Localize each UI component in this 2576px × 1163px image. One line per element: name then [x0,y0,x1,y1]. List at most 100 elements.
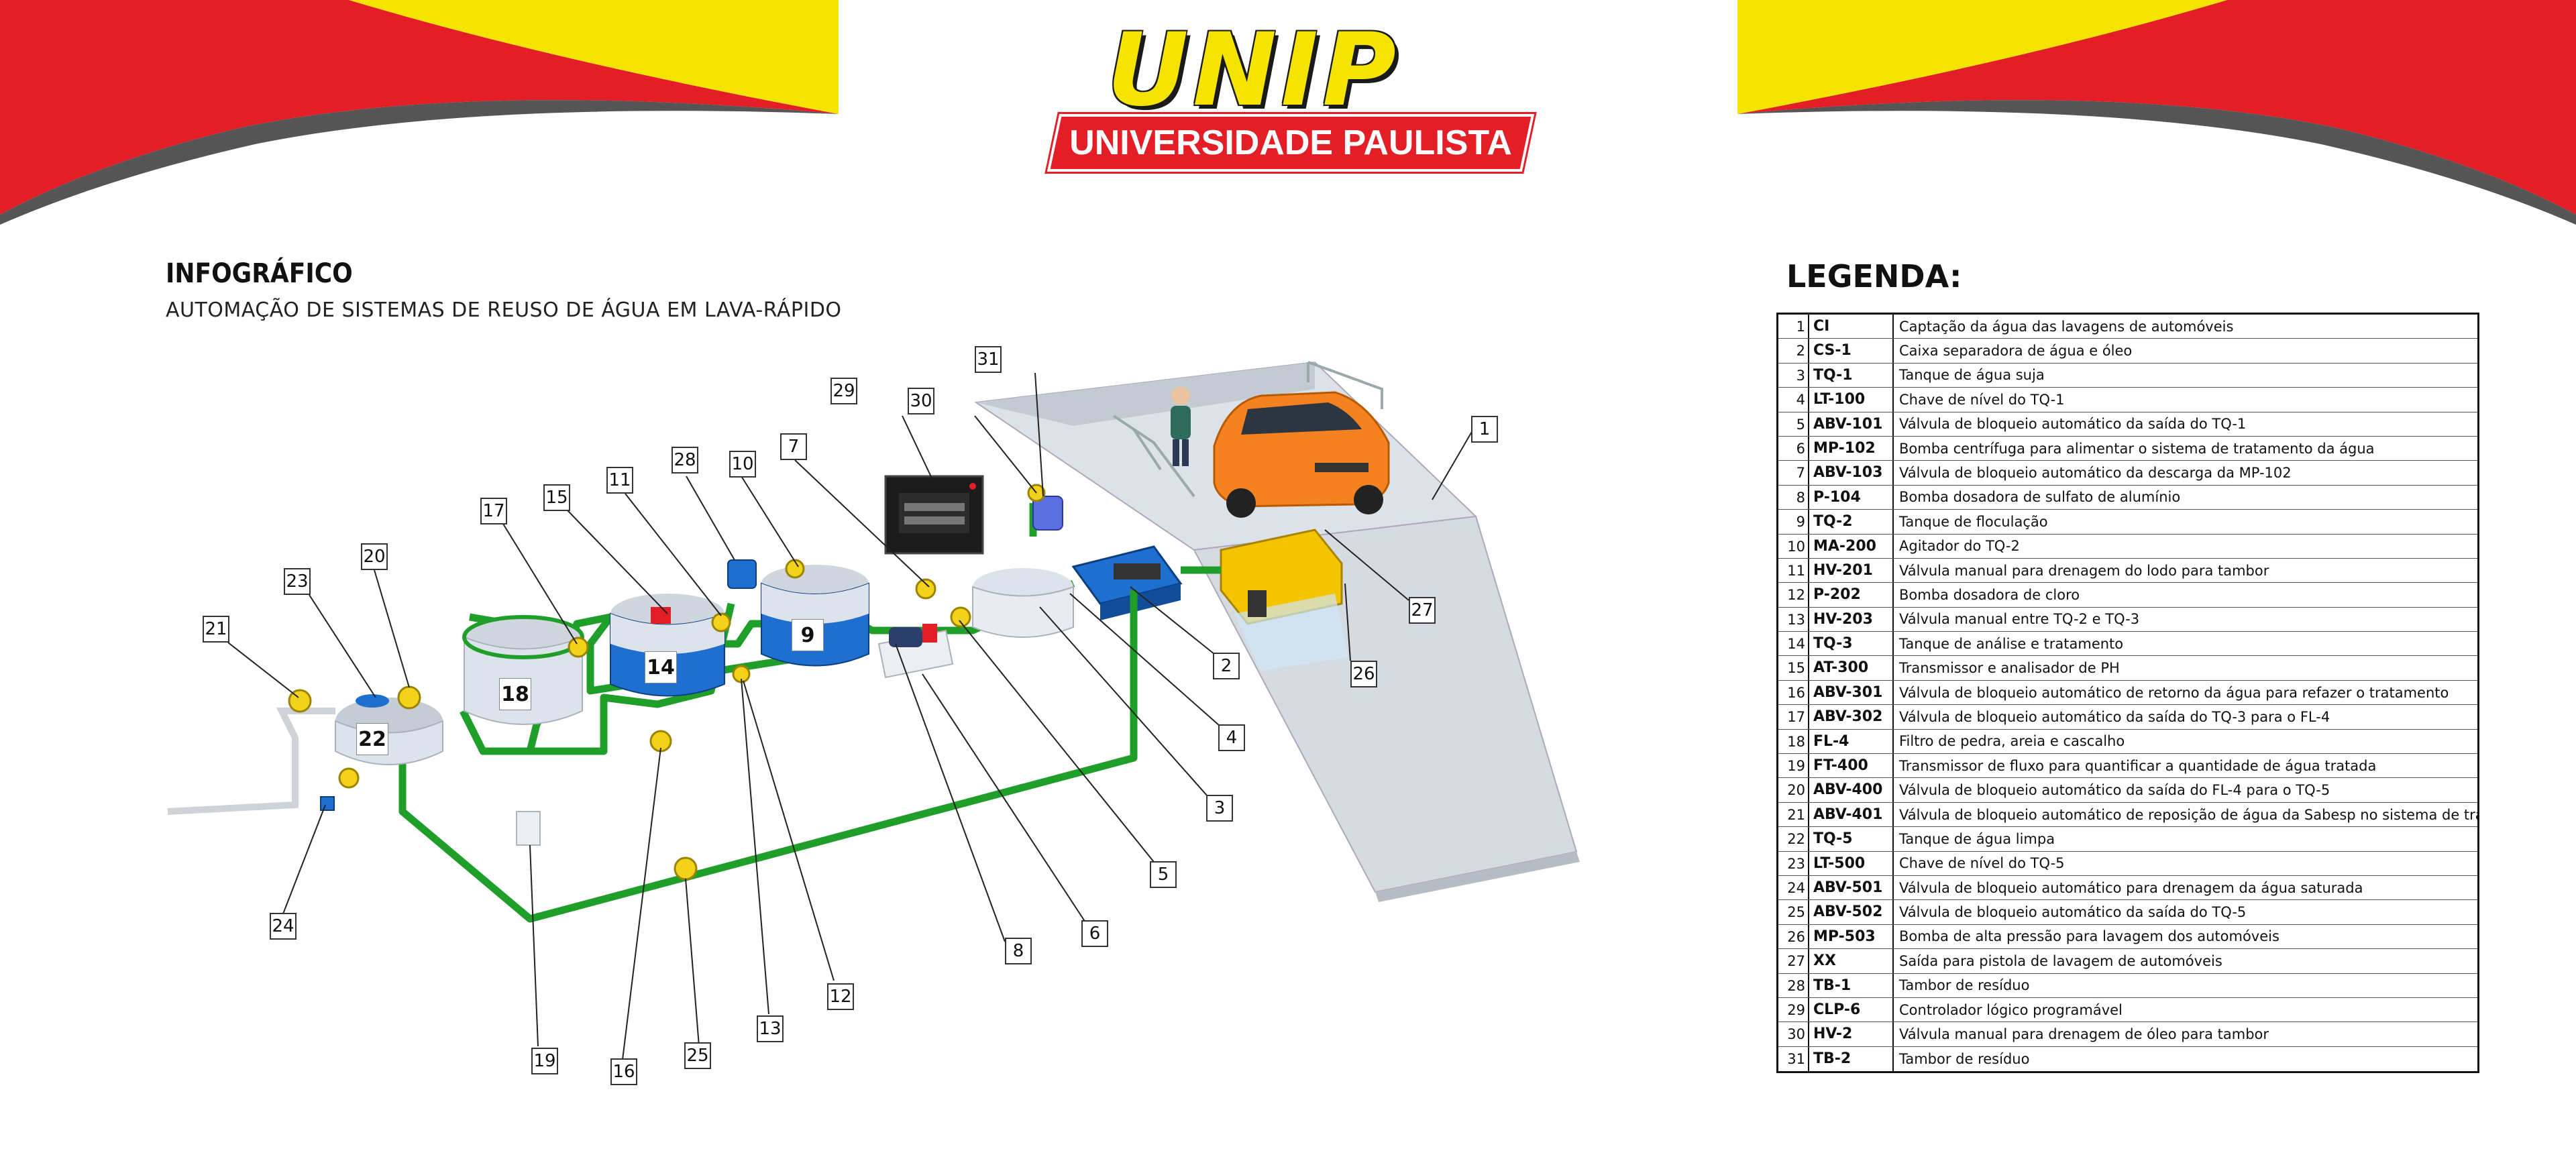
callout-box: 29 [830,378,857,404]
legend-row-description: Tanque de água limpa [1899,830,2055,847]
legend-row-code: LT-100 [1809,388,1894,412]
callout-box: 3 [1206,795,1233,822]
legend-row-code: ABV-101 [1809,412,1894,436]
callout-box: 24 [270,913,297,940]
callout-box: 13 [757,1015,784,1042]
legend-row-number: 28 [1778,973,1809,997]
legend-row-number: 5 [1778,412,1809,436]
callout-box: 17 [480,498,507,524]
legend-row-code: MP-102 [1809,436,1894,461]
legend-row-code: TB-1 [1809,973,1894,997]
callout-box: 23 [284,568,311,595]
legend-row-description: Tanque de análise e tratamento [1899,635,2124,652]
legend-row-code: CS-1 [1809,339,1894,363]
infographic-title: INFOGRÁFICO [166,258,353,289]
callout-box: 11 [606,467,633,494]
legend-row-description: Bomba centrífuga para alimentar o sistem… [1899,440,2375,457]
top-left-swoosh [0,0,839,225]
legend-row-code: TQ-5 [1809,827,1894,851]
callout-box: 12 [827,983,854,1010]
unip-logo: UNIP [1107,12,1496,129]
legend-row-code: ABV-302 [1809,705,1894,729]
legend-row-number: 9 [1778,510,1809,534]
tank-label: 22 [356,723,388,755]
legend-row-number: 29 [1778,997,1809,1022]
legend-row-code: TQ-1 [1809,363,1894,388]
legend-row-description: Tambor de resíduo [1899,977,2030,994]
leader-lines [227,372,1473,1060]
legend-row-number: 17 [1778,705,1809,729]
legend-row-code: TB-2 [1809,1046,1894,1072]
callout-box: 20 [361,543,388,570]
legend-row-description: Bomba de alta pressão para lavagem dos a… [1899,928,2279,945]
legend-row-description: Válvula manual para drenagem de óleo par… [1899,1026,2269,1043]
legend-row-code: FT-400 [1809,754,1894,778]
legend-row-description: Agitador do TQ-2 [1899,538,2020,555]
legend-row-number: 25 [1778,900,1809,924]
legend-row-code: MP-503 [1809,924,1894,949]
legend-row-number: 26 [1778,924,1809,949]
legend-row-code: CI [1809,315,1894,339]
legend-row-number: 4 [1778,388,1809,412]
callout-box: 5 [1150,861,1177,888]
legend-row-code: ABV-400 [1809,778,1894,802]
legend-row-description: Válvula de bloqueio automático de reposi… [1899,806,2477,823]
legend-row-number: 10 [1778,534,1809,558]
person-graphic [1171,386,1191,466]
legend-row-number: 15 [1778,656,1809,680]
legend-row-number: 13 [1778,607,1809,632]
tank-label: 14 [645,651,677,683]
legend-row-number: 6 [1778,436,1809,461]
legend-row-code: LT-500 [1809,851,1894,875]
legend-row-number: 16 [1778,680,1809,705]
legend-title: LEGENDA: [1786,258,1962,294]
legend-row-code: TQ-2 [1809,510,1894,534]
legend-row-code: ABV-401 [1809,802,1894,827]
legend-row-number: 8 [1778,485,1809,510]
legend-row-code: P-104 [1809,485,1894,510]
legend-row-description: Tanque de água suja [1899,367,2045,384]
legend-row-code: MA-200 [1809,534,1894,558]
legend-row-description: Caixa separadora de água e óleo [1899,343,2133,359]
legend-row-number: 7 [1778,461,1809,485]
legend-row-code: ABV-301 [1809,680,1894,705]
legend-row-number: 19 [1778,754,1809,778]
legend-row-description: Bomba dosadora de sulfato de alumínio [1899,489,2181,506]
logo-banner-text: UNIVERSIDADE PAULISTA [1069,123,1512,162]
legend-row-description: Bomba dosadora de cloro [1899,587,2080,603]
legend-row-code: ABV-103 [1809,461,1894,485]
callout-box: 16 [610,1058,637,1085]
legend-row-number: 27 [1778,949,1809,973]
legend-row-description: Válvula de bloqueio automático da saída … [1899,782,2330,799]
legend-row-number: 22 [1778,827,1809,851]
callout-box: 7 [780,433,807,460]
callout-box: 6 [1081,920,1108,947]
high-pressure-pump-graphic [1220,529,1348,671]
legend-row-description: Chave de nível do TQ-5 [1899,855,2065,872]
logo-wordmark: UNIP [1107,12,1401,129]
legend-row-description: Válvula de bloqueio automático da saída … [1899,416,2247,433]
legend-row-description: Captação da água das lavagens de automóv… [1899,318,2234,335]
callout-box: 27 [1409,597,1436,624]
legend-row-number: 14 [1778,632,1809,656]
legend-row-number: 23 [1778,851,1809,875]
legend-row-number: 24 [1778,875,1809,900]
